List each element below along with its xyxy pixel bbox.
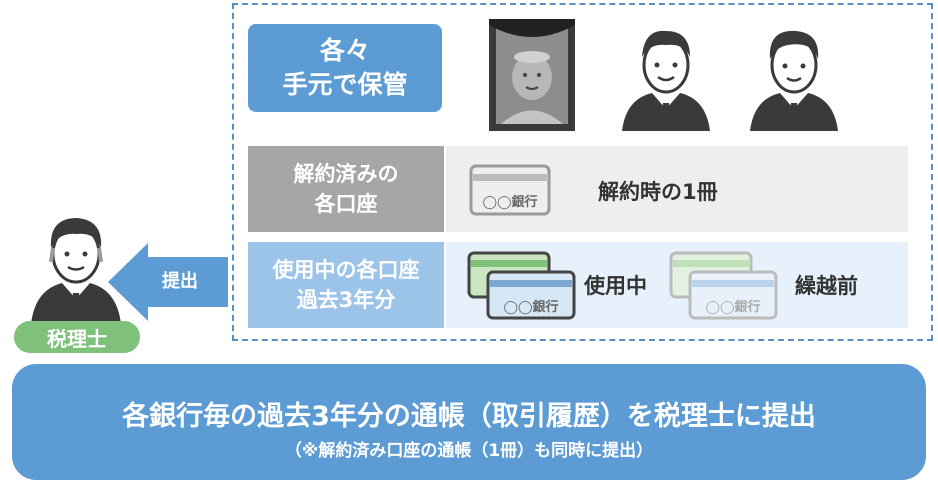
submit-arrow-label: 提出 [162, 271, 198, 292]
closed-label-line1: 解約済みの [293, 162, 399, 186]
closed-label-line2: 各口座 [314, 192, 378, 216]
inheritance-frame [232, 3, 933, 341]
in-use-passbook-bank: ◯◯銀行 [503, 299, 558, 315]
closed-accounts-label: 解約済みの 各口座 [248, 146, 444, 232]
summary-banner: 各銀行毎の過去3年分の通帳（取引履歴）を税理士に提出 （※解約済み口座の通帳（1… [12, 364, 926, 480]
heirs-line2: 手元で保管 [282, 70, 408, 99]
heir-person-icon [622, 30, 710, 131]
closed-passbook-icon: ◯◯銀行 [469, 164, 551, 216]
heir-person-icon [750, 30, 838, 131]
in-use-passbook-icon: ◯◯銀行 [467, 251, 576, 320]
pre-carryover-label: 繰越前 [795, 274, 858, 298]
pre-carryover-passbook-icon: ◯◯銀行 [669, 251, 778, 320]
active-label-line2: 過去3年分 [296, 288, 396, 312]
closed-description: 解約時の1冊 [598, 180, 718, 204]
closed-passbook-bank: ◯◯銀行 [482, 194, 537, 210]
summary-main-text: 各銀行毎の過去3年分の通帳（取引履歴）を税理士に提出 [122, 401, 816, 432]
tax-accountant-label: 税理士 [47, 326, 107, 351]
tax-accountant-icon [31, 218, 121, 324]
deceased-portrait-icon [489, 19, 575, 131]
heirs-keep-box: 各々 手元で保管 [248, 24, 442, 112]
in-use-label: 使用中 [584, 274, 647, 298]
submit-arrow-icon [108, 243, 228, 321]
tax-accountant-badge: 税理士 [14, 321, 140, 353]
active-accounts-label: 使用中の各口座 過去3年分 [248, 242, 444, 328]
summary-sub-text: （※解約済み口座の通帳（1冊）も同時に提出） [284, 441, 654, 461]
heirs-line1: 各々 [319, 36, 370, 65]
pre-carryover-passbook-bank: ◯◯銀行 [705, 299, 760, 315]
active-label-line1: 使用中の各口座 [272, 258, 420, 282]
